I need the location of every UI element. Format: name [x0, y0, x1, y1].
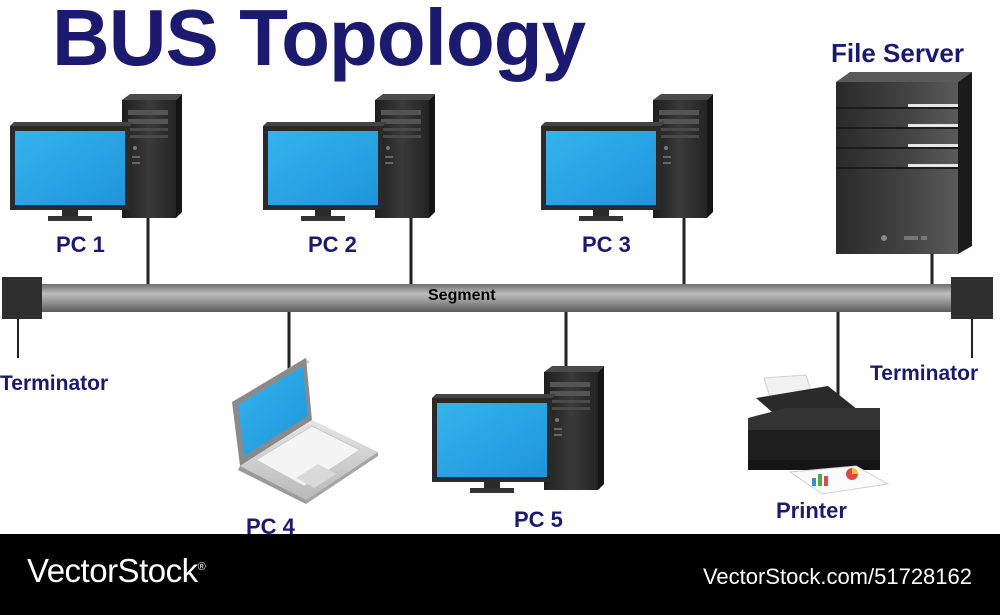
terminator-right-label: Terminator [870, 362, 979, 385]
pc4-laptop-icon [232, 358, 378, 504]
terminator-left [2, 277, 42, 319]
pc3-computer-icon [541, 94, 713, 221]
pc5-label: PC 5 [514, 507, 563, 532]
pc1-label: PC 1 [56, 232, 105, 257]
pc2-label: PC 2 [308, 232, 357, 257]
terminator-right [951, 277, 993, 319]
file-server-label: File Server [831, 38, 964, 68]
pc2-computer-icon [263, 94, 435, 221]
printer-icon [748, 374, 890, 495]
terminator-left-label: Terminator [0, 372, 109, 395]
image-credit: VectorStock.com/51728162 [702, 564, 972, 589]
registered-mark: ® [197, 561, 206, 573]
footer-bar: VectorStock® VectorStock.com/51728162 [0, 534, 1000, 615]
brand-logo[interactable]: VectorStock® [27, 552, 206, 590]
pc5-computer-icon [432, 366, 604, 493]
printer-label: Printer [776, 498, 847, 523]
pc1-computer-icon [10, 94, 182, 221]
drop-lines [17, 212, 973, 424]
bus-segment [38, 284, 956, 312]
file-server-icon [836, 72, 972, 254]
brand-name: VectorStock [27, 552, 198, 589]
diagram-title: BUS Topology [52, 0, 586, 82]
pc3-label: PC 3 [582, 232, 631, 257]
segment-label: Segment [428, 287, 496, 304]
